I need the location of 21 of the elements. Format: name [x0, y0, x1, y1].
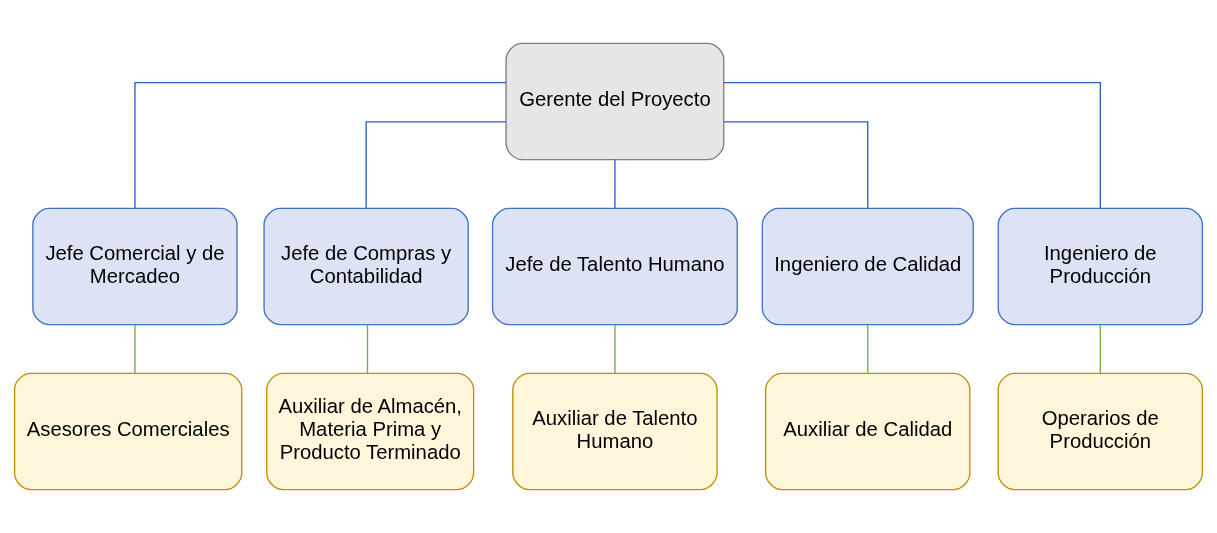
node-box: Asesores Comerciales: [13, 372, 243, 491]
node-box: Gerente del Proyecto: [505, 42, 725, 161]
node-box: Auxiliar de Talento Humano: [512, 372, 718, 491]
connector: [723, 121, 869, 209]
node-box: Operarios de Producción: [997, 372, 1204, 491]
connector: [366, 323, 369, 374]
node-box: Auxiliar de Calidad: [765, 372, 971, 491]
node-box: Jefe de Talento Humano: [491, 207, 738, 326]
node-box: Ingeniero de Calidad: [761, 207, 974, 326]
node-box: Jefe Comercial y de Mercadeo: [32, 207, 238, 326]
connector: [134, 81, 507, 209]
connector: [614, 323, 616, 374]
connector: [867, 323, 869, 374]
connector: [365, 121, 507, 209]
connector: [134, 323, 136, 374]
connector: [723, 81, 1101, 209]
node-box: Auxiliar de Almacén, Materia Prima y Producto Terminado: [266, 372, 475, 491]
connector: [614, 159, 616, 209]
connector: [1099, 323, 1101, 374]
node-box: Ingeniero de Producción: [997, 207, 1204, 326]
node-box: Jefe de Compras y Contabilidad: [263, 207, 469, 326]
